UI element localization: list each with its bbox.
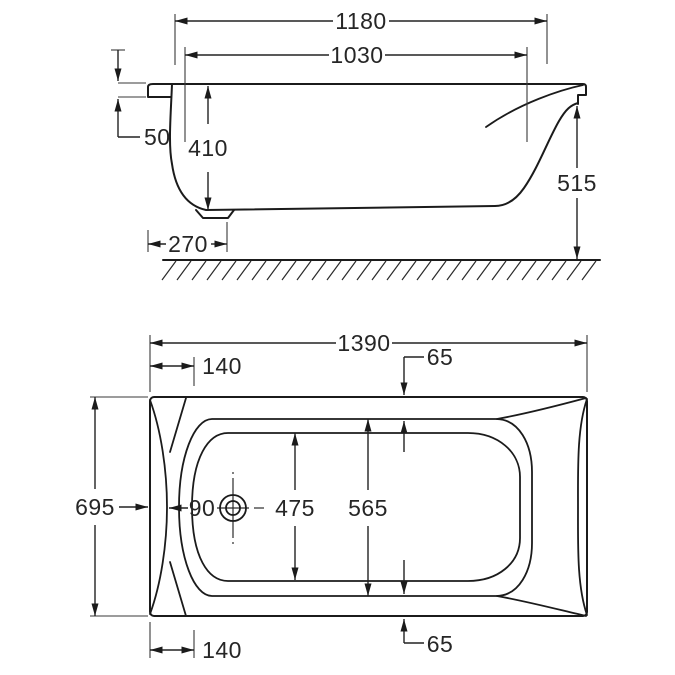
dim-label-rim-opening-length: 1030 — [330, 42, 383, 68]
dim-65-bottom: 65 — [400, 560, 454, 657]
backrest-curve — [485, 84, 584, 128]
dim-label-rim-width-top: 65 — [427, 344, 454, 370]
dim-label-plan-overall-length: 1390 — [337, 330, 390, 356]
foot-end-sweep-curve — [149, 399, 168, 615]
dim-565: 565 — [348, 419, 388, 596]
dim-label-drain: 90 — [189, 495, 216, 521]
dim-65-top: 65 — [400, 344, 454, 452]
tub-rim-and-lip-profile — [147, 83, 587, 105]
basin-bottom-contour — [191, 432, 521, 582]
dim-label-rim-width-bottom: 65 — [427, 631, 454, 657]
dim-90: 90 — [169, 495, 215, 521]
dim-515: 515 — [557, 106, 597, 259]
tub-body-profile — [169, 83, 579, 211]
dim-140-bottom: 140 — [149, 622, 242, 663]
tub-outer-edge — [149, 396, 588, 617]
drain-symbol — [217, 472, 264, 544]
drain-outer-circle — [219, 494, 247, 522]
dim-label-foot-offset: 270 — [168, 231, 208, 257]
head-end-sweep-curve — [577, 398, 588, 616]
dim-label-basin-width: 475 — [275, 495, 315, 521]
dim-270: 270 — [147, 222, 228, 257]
foot-end-transition-bottom — [169, 561, 187, 617]
dim-label-rim-height: 50 — [144, 124, 171, 150]
tub-foot — [195, 209, 235, 219]
dim-475: 475 — [275, 433, 315, 580]
head-end-transition-bottom — [496, 595, 587, 617]
dim-140-top: 140 — [150, 353, 242, 386]
dim-label-overall-height: 515 — [557, 170, 597, 196]
dim-label-end-inset-top: 140 — [202, 353, 242, 379]
rim-opening-contour — [178, 418, 533, 597]
dim-label-side-overall-length: 1180 — [335, 8, 386, 34]
dim-1390: 1390 — [149, 330, 588, 392]
plan-view: 1390 140 65 695 90 — [75, 330, 588, 663]
dim-50: 50 — [111, 49, 171, 150]
drain-inner-circle — [225, 500, 241, 516]
dim-1180: 1180 — [174, 8, 548, 65]
dim-label-basin-depth: 410 — [188, 135, 228, 161]
ground-hatching — [161, 260, 597, 281]
foot-end-transition-top — [169, 397, 187, 453]
side-elevation-view: 1180 1030 50 410 — [111, 8, 601, 281]
dim-410: 410 — [188, 86, 228, 210]
head-end-transition-top — [496, 397, 587, 420]
dim-label-end-inset-bottom: 140 — [202, 637, 242, 663]
dim-label-rim-opening-width: 565 — [348, 495, 388, 521]
dim-695: 695 — [75, 396, 148, 617]
dim-1030: 1030 — [184, 42, 528, 142]
dim-label-overall-width: 695 — [75, 494, 115, 520]
